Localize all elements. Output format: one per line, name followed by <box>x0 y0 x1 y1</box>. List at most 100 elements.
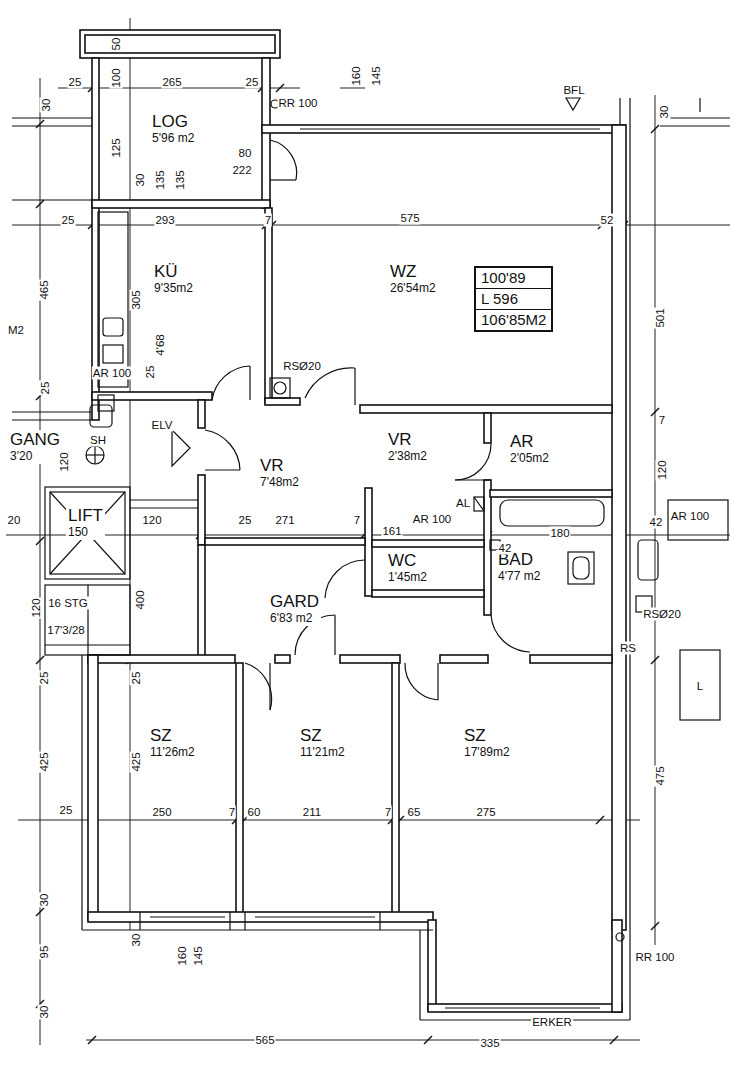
dimension-label: 565 <box>254 1034 275 1047</box>
room-name: GANG <box>8 430 62 449</box>
room-name: LIFT <box>66 506 105 525</box>
fixtures-and-doors <box>12 98 730 1020</box>
room-name: LOG <box>150 112 196 131</box>
dimension-label: 25 <box>68 76 83 89</box>
room-label: VR7'48m2 <box>258 456 301 490</box>
room-name: VR <box>386 430 429 449</box>
dimension-label: 120 <box>58 451 71 472</box>
dimension-label: 7 <box>264 214 272 227</box>
room-label: SZ11'26m2 <box>148 726 197 760</box>
room-area: 2'38m2 <box>386 449 429 464</box>
dimension-label: 80 <box>238 147 253 160</box>
room-label: BAD4'77 m2 <box>496 550 542 584</box>
room-label: VR2'38m2 <box>386 430 429 464</box>
dimension-label: 30 <box>134 173 147 188</box>
plan-note: RR 100 <box>635 951 676 964</box>
dimension-label: 25 <box>61 214 76 227</box>
plan-note: BFL <box>562 84 585 97</box>
dimension-label: 30 <box>130 933 143 948</box>
dimension-label: 50 <box>110 37 123 52</box>
dimension-label: 180 <box>549 527 570 540</box>
dimension-label: 30 <box>38 1005 51 1020</box>
room: SZ11'21m2 <box>245 664 390 910</box>
dimension-label: 160 <box>176 945 189 966</box>
plan-note: SH <box>89 434 107 447</box>
room-area: 17'89m2 <box>462 745 512 760</box>
dimension-lines <box>6 18 730 1045</box>
plan-note: RSØ20 <box>642 608 682 621</box>
dimension-label: 425 <box>38 751 51 772</box>
room-name: AR <box>508 432 551 451</box>
room: WC1'45m2 <box>374 548 482 589</box>
plan-note: AR 100 <box>92 367 132 380</box>
room-label: WC1'45m2 <box>386 551 429 585</box>
dimension-label: 25 <box>38 671 51 686</box>
dimension-label: 271 <box>274 514 295 527</box>
room-label: GARD6'83 m2 <box>268 592 321 626</box>
room: AR2'05m2 <box>493 414 610 488</box>
area-figure: 100'89 <box>476 268 551 289</box>
dimension-label: 4'68 <box>154 333 167 356</box>
dimension-label: 30 <box>658 105 671 120</box>
dimension-label: 135 <box>174 169 187 190</box>
room: GARD6'83 m2 <box>207 547 487 653</box>
dimension-label: 7 <box>658 414 666 427</box>
area-figure: L 596 <box>476 289 551 310</box>
dimension-label: 17'3/28 <box>46 624 85 637</box>
room-area: 4'77 m2 <box>496 569 542 584</box>
dimension-label: 250 <box>151 806 172 819</box>
dimension-label: 52 <box>600 214 615 227</box>
room-name: GARD <box>268 592 321 611</box>
room-name: VR <box>258 456 301 475</box>
area-figure: 106'85M2 <box>476 310 551 330</box>
room: KÜ9'35m2 <box>100 210 263 390</box>
dimension-label: 265 <box>161 76 182 89</box>
plan-note: AR 100 <box>670 510 710 523</box>
plan-note: AL <box>455 497 471 510</box>
dimension-ticks <box>36 84 659 1044</box>
room-label: KÜ9'35m2 <box>152 262 195 296</box>
room-area: 3'20 <box>8 449 62 464</box>
dimension-label: 25 <box>238 514 253 527</box>
room-area: 9'35m2 <box>152 281 195 296</box>
dimension-label: 305 <box>130 289 143 310</box>
dimension-label: 145 <box>370 65 383 86</box>
dimension-label: 7 <box>353 514 361 527</box>
dimension-label: 425 <box>130 751 143 772</box>
plan-note: ERKER <box>531 1016 573 1029</box>
room-label: SZ17'89m2 <box>462 726 512 760</box>
plan-note: L <box>696 680 704 693</box>
area-table: 100'89L 596106'85M2 <box>474 266 553 332</box>
room-area: 11'21m2 <box>298 745 347 760</box>
room-area: 1'45m2 <box>386 570 429 585</box>
room-area: 11'26m2 <box>148 745 197 760</box>
room-label: WZ26'54m2 <box>388 262 438 296</box>
dimension-label: 7 <box>228 806 236 819</box>
dimension-label: 42 <box>498 542 513 555</box>
walls <box>80 30 626 1012</box>
plan-note: RS <box>619 642 637 655</box>
dimension-label: 475 <box>654 765 667 786</box>
plan-note: AR 100 <box>412 513 452 526</box>
dimension-label: 211 <box>302 806 322 819</box>
dimension-label: 42 <box>649 516 664 529</box>
room-label: AR2'05m2 <box>508 432 551 466</box>
room: WZ26'54m2 100'89L 596106'85M2 <box>274 134 610 402</box>
room-area: 7'48m2 <box>258 475 301 490</box>
room-name: WC <box>386 551 429 570</box>
dimension-label: 95 <box>38 945 51 960</box>
dimension-label: 30 <box>38 893 51 908</box>
room-name: SZ <box>298 726 347 745</box>
room-label: GANG3'20 <box>8 430 62 464</box>
dimension-label: 65 <box>407 806 422 819</box>
dimension-label: 135 <box>154 169 167 190</box>
dimension-label: 335 <box>479 1037 500 1050</box>
plan-note: 16 STG <box>47 597 89 610</box>
room-name: SZ <box>148 726 197 745</box>
dimension-label: 100 <box>110 67 123 88</box>
dimension-label: 120 <box>30 597 43 618</box>
dimension-label: 293 <box>154 214 175 227</box>
room-label: LIFT150 <box>66 506 105 540</box>
dimension-label: 575 <box>399 212 420 225</box>
dimension-label: 400 <box>134 589 147 610</box>
